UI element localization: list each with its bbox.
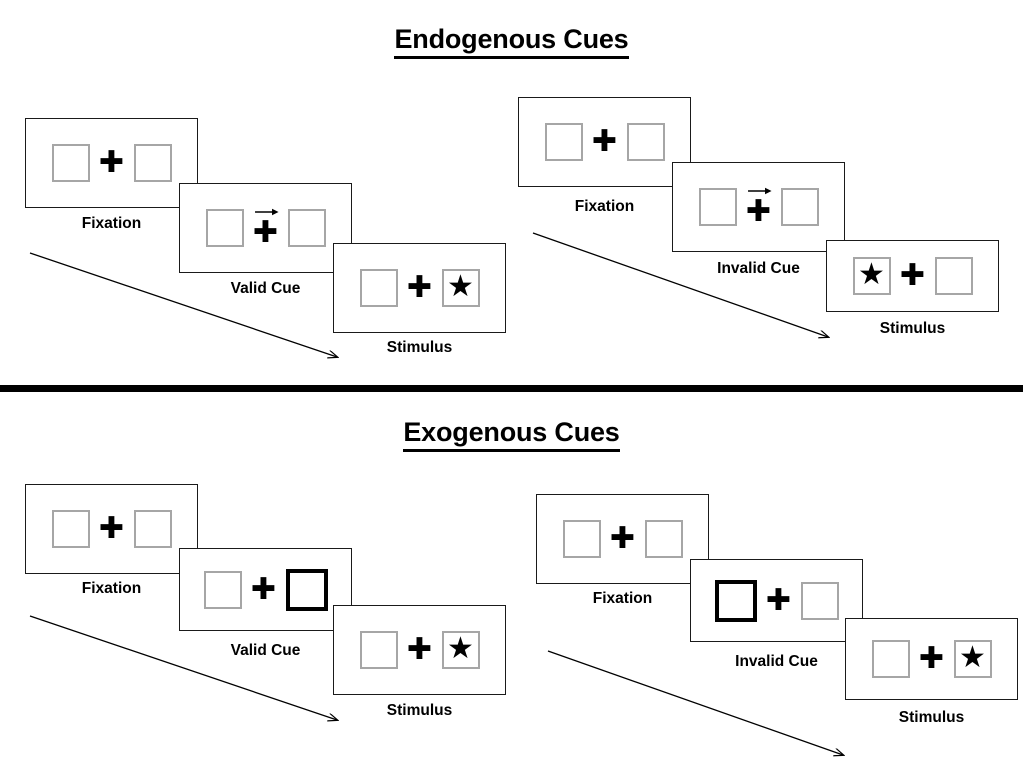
fixation-cross-icon: ✚ — [918, 641, 945, 676]
frame-label-endogenous-valid-fixation: Fixation — [81, 215, 142, 232]
frame-label-endogenous-invalid-fixation: Fixation — [574, 198, 635, 215]
fixation-cross-icon: ✚ — [98, 145, 125, 180]
left-placeholder-box — [359, 631, 398, 669]
frame-display: ✚ — [691, 560, 862, 641]
fixation-cross-icon: ✚ — [250, 571, 277, 607]
right-placeholder-box — [626, 123, 665, 161]
left-placeholder-box — [544, 123, 583, 161]
frame-display: ✚ — [673, 163, 844, 251]
right-target-box: ★ — [441, 631, 480, 669]
left-placeholder-box — [871, 640, 910, 678]
fixation-cross-icon: ✚ — [252, 214, 279, 250]
section-title-exogenous-text: Exogenous Cues — [403, 417, 620, 452]
right-placeholder-box — [644, 520, 683, 558]
right-placeholder-box — [133, 510, 172, 548]
trial-frame-exogenous-valid-fixation: ✚ — [25, 484, 198, 574]
fixation-cross-icon: ✚ — [406, 270, 433, 305]
star-icon: ★ — [858, 258, 885, 291]
trial-frame-exogenous-invalid-cue: ✚ — [690, 559, 863, 642]
right-target-box: ★ — [953, 640, 992, 678]
frame-label-endogenous-valid-cue: Valid Cue — [230, 280, 301, 297]
frame-display: ✚ — [180, 549, 351, 630]
fixation-cross-icon: ✚ — [406, 632, 433, 667]
frame-label-exogenous-invalid-fixation: Fixation — [592, 590, 653, 607]
right-target-box: ★ — [441, 269, 480, 307]
right-placeholder-box — [780, 188, 819, 226]
left-placeholder-box — [205, 209, 244, 247]
frame-label-exogenous-valid-stimulus: Stimulus — [386, 702, 453, 719]
fixation-cross-icon: ✚ — [765, 582, 792, 618]
fixation-center-slot: ✚ — [90, 507, 134, 551]
star-icon: ★ — [447, 632, 474, 665]
frame-label-exogenous-valid-fixation: Fixation — [81, 580, 142, 597]
trial-frame-exogenous-invalid-stimulus: ✚ ★ — [845, 618, 1018, 700]
frame-display: ✚ — [180, 184, 351, 272]
fixation-cross-icon: ✚ — [609, 521, 636, 556]
fixation-center-slot: ✚ — [398, 628, 442, 672]
trial-frame-endogenous-valid-cue: ✚ — [179, 183, 352, 273]
trial-frame-endogenous-valid-stimulus: ✚ ★ — [333, 243, 506, 333]
frame-display: ✚ — [26, 485, 197, 573]
fixation-center-slot: ✚ — [90, 141, 134, 185]
fixation-center-slot: ✚ — [737, 185, 781, 229]
frame-label-endogenous-invalid-cue: Invalid Cue — [717, 260, 800, 277]
right-placeholder-box — [287, 209, 326, 247]
star-icon: ★ — [447, 270, 474, 303]
section-title-endogenous-text: Endogenous Cues — [394, 24, 629, 59]
left-placeholder-box — [562, 520, 601, 558]
trial-frame-endogenous-invalid-cue: ✚ — [672, 162, 845, 252]
trial-frame-endogenous-invalid-fixation: ✚ — [518, 97, 691, 187]
cue-arrow-right-icon — [254, 208, 279, 216]
left-placeholder-box — [203, 570, 242, 609]
left-placeholder-box — [51, 144, 90, 182]
left-placeholder-box — [359, 269, 398, 307]
trial-frame-endogenous-invalid-stimulus: ★ ✚ — [826, 240, 999, 312]
fixation-cross-icon: ✚ — [98, 511, 125, 546]
section-title-exogenous: Exogenous Cues — [0, 417, 1023, 452]
trial-frame-exogenous-invalid-fixation: ✚ — [536, 494, 709, 584]
left-placeholder-box — [51, 510, 90, 548]
trial-frame-exogenous-valid-stimulus: ✚ ★ — [333, 605, 506, 695]
fixation-center-slot: ✚ — [891, 254, 935, 298]
trial-frame-endogenous-valid-fixation: ✚ — [25, 118, 198, 208]
frame-label-exogenous-invalid-cue: Invalid Cue — [735, 653, 818, 670]
trial-frame-exogenous-valid-cue: ✚ — [179, 548, 352, 631]
fixation-cross-icon: ✚ — [591, 124, 618, 159]
fixation-center-slot: ✚ — [757, 579, 801, 623]
right-placeholder-box — [800, 581, 839, 620]
frame-display: ★ ✚ — [827, 241, 998, 311]
frame-label-exogenous-invalid-stimulus: Stimulus — [898, 709, 965, 726]
frame-label-endogenous-valid-stimulus: Stimulus — [386, 339, 453, 356]
left-cued-box — [714, 579, 757, 622]
fixation-center-slot: ✚ — [910, 637, 954, 681]
frame-display: ✚ — [537, 495, 708, 583]
right-placeholder-box — [934, 257, 973, 295]
frame-display: ✚ — [519, 98, 690, 186]
cue-arrow-right-icon — [747, 187, 772, 195]
left-target-box: ★ — [852, 257, 891, 295]
left-placeholder-box — [698, 188, 737, 226]
frame-display: ✚ — [26, 119, 197, 207]
fixation-center-slot: ✚ — [601, 517, 645, 561]
fixation-center-slot: ✚ — [244, 206, 288, 250]
fixation-center-slot: ✚ — [242, 568, 286, 612]
frame-display: ✚ ★ — [334, 606, 505, 694]
fixation-center-slot: ✚ — [583, 120, 627, 164]
frame-label-exogenous-valid-cue: Valid Cue — [230, 642, 301, 659]
star-icon: ★ — [959, 641, 986, 674]
fixation-center-slot: ✚ — [398, 266, 442, 310]
frame-display: ✚ ★ — [334, 244, 505, 332]
right-cued-box — [285, 568, 328, 611]
right-placeholder-box — [133, 144, 172, 182]
frame-display: ✚ ★ — [846, 619, 1017, 699]
fixation-cross-icon: ✚ — [899, 258, 926, 293]
frame-label-endogenous-invalid-stimulus: Stimulus — [879, 320, 946, 337]
section-divider — [0, 385, 1023, 392]
section-title-endogenous: Endogenous Cues — [0, 24, 1023, 59]
fixation-cross-icon: ✚ — [745, 193, 772, 229]
